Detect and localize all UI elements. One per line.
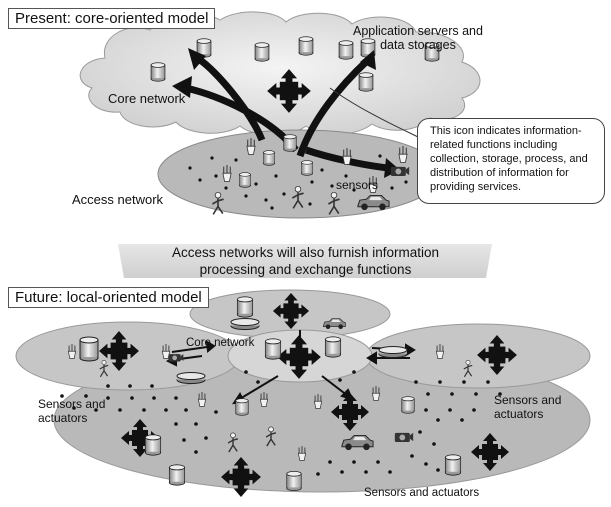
transition-text: Access networks will also furnish inform… [171, 245, 440, 277]
sensors-actuators-left-label: Sensors and actuators [38, 397, 106, 425]
callout-text: This icon indicates information-related … [430, 125, 588, 194]
app-servers-label: Application servers and data storages [353, 24, 483, 53]
future-core-network-label: Core network [186, 337, 255, 349]
access-network-label: Access network [72, 192, 164, 207]
callout-pointer [329, 87, 421, 139]
future-title: Future: local-oriented model [8, 287, 209, 308]
sensors-label: sensors [336, 178, 379, 192]
present-title: Present: core-oriented model [8, 8, 216, 29]
sensors-actuators-right-label: Sensors and actuators [494, 393, 562, 421]
transition-banner [118, 244, 492, 278]
future-left-area [15, 321, 241, 391]
info-function-callout: This icon indicates information-related … [417, 118, 605, 204]
core-network-label: Core network [108, 91, 186, 106]
sensor-dots-present [188, 154, 408, 210]
sensors-actuators-bottom-label: Sensors and actuators [364, 487, 480, 499]
sensor-dots-future [60, 370, 502, 476]
core-network-cloud [79, 11, 481, 136]
